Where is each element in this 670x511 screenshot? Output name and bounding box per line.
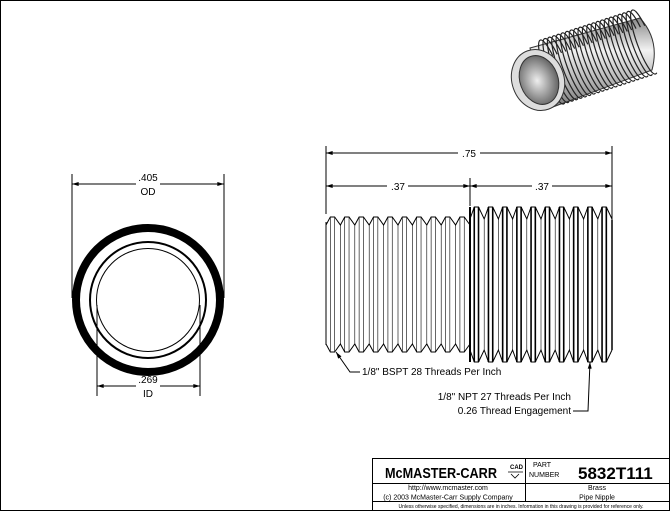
id-label: ID	[143, 389, 153, 400]
description: Pipe Nipple	[579, 495, 615, 502]
iso-thread-ring	[599, 19, 628, 85]
thread-root-circle	[89, 241, 207, 359]
npt-note-line2: 0.26 Thread Engagement	[458, 406, 571, 417]
iso-thread-ring	[577, 26, 606, 92]
npt-bottom-profile	[469, 348, 613, 363]
part-number: 5832T111	[578, 464, 653, 483]
iso-thread-ring	[630, 9, 658, 75]
iso-thread-ring	[564, 30, 593, 97]
id-value: .269	[138, 375, 158, 386]
bspt-bottom-profile	[325, 343, 471, 353]
iso-thread-ring	[603, 17, 632, 84]
title-block: McMASTER-CARR CAD PART NUMBER 5832T111 h…	[372, 458, 670, 511]
part-label: PART	[533, 462, 552, 469]
iso-thread-ring	[625, 10, 654, 77]
website: http://www.mcmaster.com	[408, 485, 488, 492]
od-label: OD	[141, 187, 156, 198]
overall-length: .75	[462, 149, 476, 160]
disclaimer: Unless otherwise specified, dimensions a…	[398, 504, 643, 510]
bspt-note: 1/8" BSPT 28 Threads Per Inch	[362, 367, 501, 378]
right-length: .37	[535, 182, 549, 193]
number-label: NUMBER	[529, 472, 559, 479]
npt-note-line1: 1/8" NPT 27 Threads Per Inch	[438, 392, 571, 403]
iso-thread-ring	[586, 23, 615, 89]
bore-circle	[96, 248, 200, 352]
iso-thread-ring	[616, 13, 645, 79]
left-length: .37	[391, 182, 405, 193]
iso-thread-ring	[594, 20, 623, 87]
bspt-leader	[335, 351, 360, 373]
iso-thread-ring	[555, 33, 584, 99]
iso-thread-ring	[608, 16, 637, 82]
iso-thread-ring	[621, 12, 650, 78]
iso-thread-ring	[612, 15, 641, 81]
pipe-nipple-3d-render	[510, 9, 658, 111]
iso-thread-ring	[573, 27, 602, 94]
npt-leader	[573, 361, 592, 412]
end-view: .405 OD .269 ID	[71, 173, 225, 400]
iso-thread-ring	[590, 22, 619, 88]
cad-icon	[508, 471, 523, 479]
mcmaster-logo: McMASTER-CARR	[385, 465, 497, 482]
copyright: (c) 2003 McMaster-Carr Supply Company	[383, 495, 513, 502]
cad-badge: CAD	[510, 465, 524, 471]
iso-thread-ring	[581, 25, 610, 91]
od-value: .405	[138, 173, 158, 184]
iso-thread-ring	[559, 32, 588, 98]
material: Brass	[588, 485, 606, 492]
thread-profile	[325, 206, 613, 363]
side-view: .75 .37 .37 1/8" BSPT 28 Threads Per Inc…	[325, 146, 613, 417]
bspt-top-profile	[325, 216, 471, 226]
npt-top-profile	[469, 206, 613, 221]
outer-wall-circle	[72, 224, 224, 376]
iso-thread-ring	[568, 29, 597, 95]
